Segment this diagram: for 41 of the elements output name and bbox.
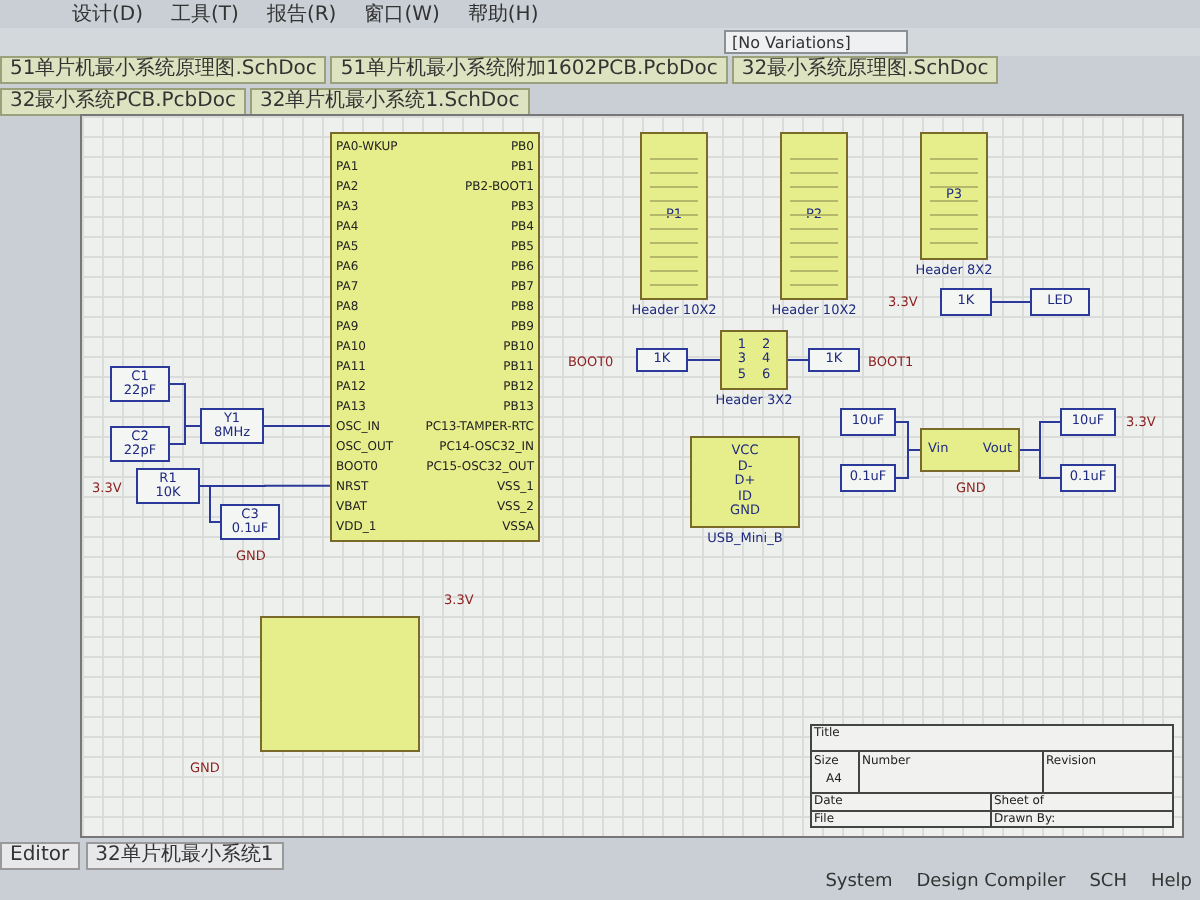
led-symbol (1030, 288, 1090, 316)
capacitor-symbol (840, 464, 896, 492)
resistor-symbol (136, 468, 200, 504)
menu-item: 帮助(H) (467, 1, 539, 28)
capacitor-symbol (220, 504, 280, 540)
status-item: System (825, 872, 893, 892)
capacitor-symbol (110, 426, 170, 462)
ic-chip (330, 132, 540, 542)
wire (263, 424, 331, 427)
menu-item: 报告(R) (266, 1, 337, 28)
document-tab: 32最小系统PCB.PcbDoc (0, 88, 246, 116)
resistor-symbol (636, 348, 688, 372)
ic-chip (260, 616, 420, 752)
wire (991, 301, 1031, 303)
menu-item: 窗口(W) (364, 1, 440, 28)
wire (199, 485, 221, 523)
document-tab: 32单片机最小系统1.SchDoc (249, 88, 530, 116)
wire (169, 425, 201, 445)
resistor-symbol (808, 348, 860, 372)
capacitor-symbol (840, 408, 896, 436)
status-item: Help (1150, 872, 1192, 892)
wire (895, 449, 921, 479)
document-tab: 51单片机最小系统原理图.SchDoc (0, 56, 327, 84)
resistor-symbol (940, 288, 992, 316)
wire (687, 359, 721, 361)
status-item: Design Compiler (916, 872, 1066, 892)
capacitor-symbol (110, 366, 170, 402)
crystal-symbol (200, 408, 264, 444)
capacitor-symbol (1060, 464, 1116, 492)
wire (1019, 449, 1061, 479)
panel-tab: Editor (0, 842, 80, 870)
capacitor-symbol (1060, 408, 1116, 436)
variation-dropdown: [No Variations] (724, 30, 908, 54)
menu-item: 设计(D) (72, 1, 144, 28)
document-tab: 51单片机最小系统附加1602PCB.PcbDoc (330, 56, 728, 84)
status-item: SCH (1089, 872, 1127, 892)
regulator-chip (920, 428, 1020, 472)
menu-item: 工具(T) (171, 2, 239, 28)
wire (787, 359, 809, 361)
document-tab: 32最小系统原理图.SchDoc (731, 56, 999, 84)
panel-tab: 32单片机最小系统1 (85, 842, 284, 870)
